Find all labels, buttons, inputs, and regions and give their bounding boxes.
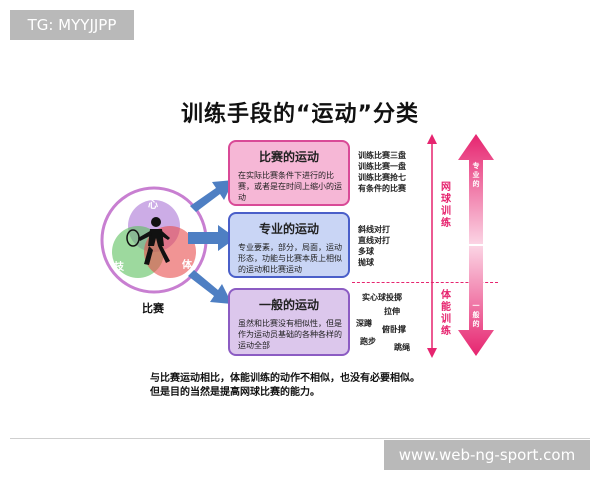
card-description: 在实际比赛条件下进行的比赛，或者是在时间上缩小的运动 xyxy=(238,171,342,202)
arrow-to-card1 xyxy=(190,180,234,212)
diagram-title: 训练手段的“运动”分类 xyxy=(181,102,419,127)
card-description: 虽然和比赛没有相似性，但是作为运动员基础的各种各样的运动全部 xyxy=(238,319,342,350)
card-description: 专业要素，部分，局面，运动形态，功能与比赛本质上相似的运动和比赛运动 xyxy=(238,243,342,274)
card-title: 一般的运动 xyxy=(258,298,319,312)
arrow-up-shape xyxy=(458,134,494,244)
venn-label-mind: 心 xyxy=(148,200,158,211)
list-item: 抛球 xyxy=(358,258,374,267)
arrow-to-card2 xyxy=(188,225,236,251)
list-item: 有条件的比赛 xyxy=(358,184,406,193)
list-item: 跑步 xyxy=(360,337,376,346)
watermark-bottom-right: www.web-ng-sport.com xyxy=(384,440,590,470)
card-match-exercise: 比赛的运动 在实际比赛条件下进行的比赛，或者是在时间上缩小的运动 xyxy=(228,140,350,206)
arrow-up-label: 专业的 xyxy=(472,162,480,188)
card2-side-list: 斜线对打 直线对打 多球 抛球 xyxy=(358,224,418,268)
list-item: 斜线对打 xyxy=(358,225,390,234)
list-item: 直线对打 xyxy=(358,236,390,245)
bottom-note-line: 与比赛运动相比，体能训练的动作不相似，也没有必要相似。 xyxy=(150,373,420,384)
tennis-player-icon xyxy=(138,217,170,265)
arrow-to-card3 xyxy=(188,270,232,304)
card1-side-list: 训练比赛三盘 训练比赛一盘 训练比赛抢七 有条件的比赛 xyxy=(358,150,422,194)
list-item: 多球 xyxy=(358,247,374,256)
label-fitness-training: 体能训练 xyxy=(441,290,451,337)
label-tennis-training: 网球训练 xyxy=(441,182,451,229)
list-item: 训练比赛抢七 xyxy=(358,173,406,182)
venn-diagram: 心 技 体 xyxy=(100,186,208,294)
arrow-down-shape xyxy=(458,246,494,356)
card-title: 专业的运动 xyxy=(258,222,319,236)
divider xyxy=(10,438,590,439)
vertical-axis-svg xyxy=(427,134,437,358)
bottom-note-line: 但是目的当然是提高网球比赛的能力。 xyxy=(150,387,320,398)
card-special-exercise: 专业的运动 专业要素，部分，局面，运动形态，功能与比赛本质上相似的运动和比赛运动 xyxy=(228,212,350,278)
list-item: 实心球投掷 xyxy=(362,293,402,302)
card-title: 比赛的运动 xyxy=(258,150,319,164)
list-item: 俯卧撑 xyxy=(382,325,406,334)
venn-label-skill: 技 xyxy=(114,262,124,273)
arrow-down-label: 一般的 xyxy=(472,302,480,328)
venn-svg xyxy=(100,186,208,294)
venn-label-body: 体 xyxy=(182,260,192,271)
list-item: 训练比赛三盘 xyxy=(358,151,406,160)
venn-caption: 比赛 xyxy=(142,302,164,315)
card-general-exercise: 一般的运动 虽然和比赛没有相似性，但是作为运动员基础的各种各样的运动全部 xyxy=(228,288,350,356)
list-item: 深蹲 xyxy=(356,319,372,328)
list-item: 训练比赛一盘 xyxy=(358,162,406,171)
watermark-top-left: TG: MYYJJPP xyxy=(10,10,134,40)
list-item: 跳绳 xyxy=(394,343,410,352)
dashed-divider xyxy=(352,282,498,283)
arrows-svg xyxy=(188,180,236,304)
list-item: 拉伸 xyxy=(384,307,400,316)
card3-side-list: 实心球投掷 拉伸 深蹲 俯卧撑 跑步 跳绳 xyxy=(352,290,422,356)
gradient-double-arrow xyxy=(458,134,494,356)
bottom-note: 与比赛运动相比，体能训练的动作不相似，也没有必要相似。 但是目的当然是提高网球比… xyxy=(150,372,470,400)
